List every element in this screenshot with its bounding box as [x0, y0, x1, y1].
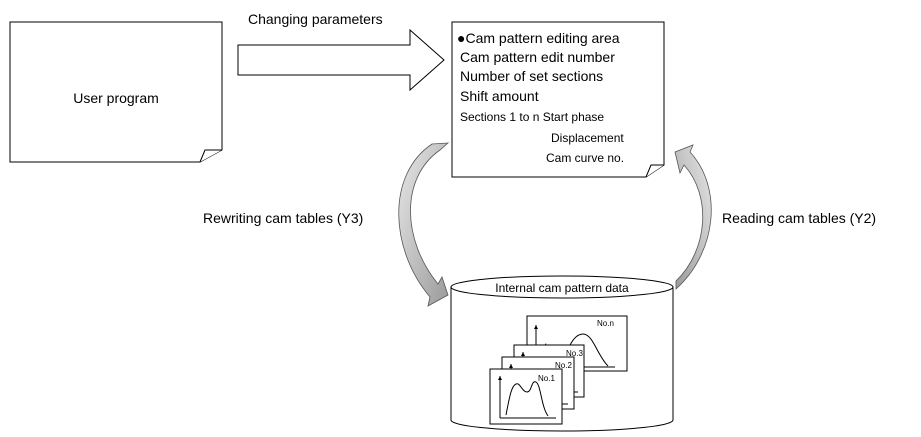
internal-data-title: Internal cam pattern data: [495, 281, 629, 295]
cam-card-label: No.n: [597, 319, 614, 328]
changing-parameters-arrow: Changing parameters: [237, 11, 445, 92]
editing-area-line: Number of set sections: [460, 68, 603, 84]
cam-card-label: No.2: [555, 361, 572, 370]
cam-card-label: No.1: [538, 374, 555, 383]
user-program-label: User program: [73, 90, 159, 106]
rewriting-cam-tables-arrow: [398, 142, 450, 307]
changing-parameters-label: Changing parameters: [248, 11, 383, 27]
editing-area-line: Shift amount: [460, 88, 539, 104]
user-program-document: User program: [9, 21, 223, 163]
editing-area-line: Displacement: [551, 131, 624, 145]
rewriting-cam-tables-label: Rewriting cam tables (Y3): [203, 210, 363, 226]
editing-area-title: ●Cam pattern editing area: [457, 30, 620, 46]
cam-card-label: No.3: [566, 349, 583, 358]
reading-cam-tables-arrow: [674, 144, 712, 290]
cam-pattern-editing-area: ●Cam pattern editing area Cam pattern ed…: [451, 21, 665, 178]
reading-cam-tables-label: Reading cam tables (Y2): [722, 210, 876, 226]
editing-area-line: Cam curve no.: [546, 151, 624, 165]
cam-card: No.1: [489, 368, 563, 425]
editing-area-line: Cam pattern edit number: [460, 49, 615, 65]
editing-area-line: Sections 1 to n Start phase: [460, 110, 604, 124]
